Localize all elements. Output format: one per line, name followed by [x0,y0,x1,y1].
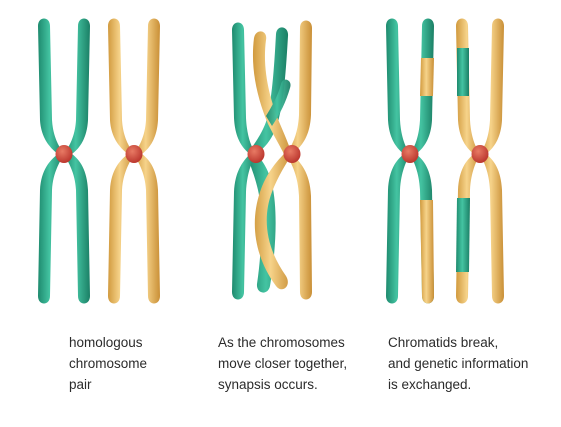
yellow-chromatid-left [108,18,134,304]
yellow-chromatid-twisted [252,31,292,290]
yellow-chromatid-right [134,18,160,304]
exchanged-yellow-segment [420,200,434,304]
green-band-overlap [266,79,291,126]
caption-line: chromosome [69,356,148,371]
green-chromatid-right [64,18,90,304]
exchanged-yellow-segment [420,58,434,96]
yellow-chromosome [108,18,160,304]
caption-line: As the chromosomes [218,335,345,350]
centromere [401,145,419,163]
centromere [247,145,265,163]
caption-line: is exchanged. [388,377,472,392]
yellow-chromatid-right [480,18,504,304]
caption-synapsis: As the chromosomes move closer together,… [218,332,347,395]
caption-crossing-over: Chromatids break, and genetic informatio… [388,332,528,395]
caption-line: move closer together, [218,356,348,371]
exchanged-green-segment [457,48,469,96]
caption-line: synapsis occurs. [218,377,318,392]
caption-line: and genetic information [388,356,529,371]
caption-line: homologous [69,335,143,350]
centromere [283,145,301,163]
centromere [125,145,143,163]
panel-synapsis [232,20,312,300]
yellow-chromatid-right [286,20,312,300]
centromere [55,145,73,163]
caption-homologous-pair: homologous chromosome pair [69,332,147,395]
panel-crossing-over [386,18,504,304]
panel-homologous-pair [38,18,160,304]
caption-line: Chromatids break, [388,335,499,350]
green-chromatid-left [386,18,410,304]
green-chromatid-left [38,18,64,304]
centromere [471,145,489,163]
caption-line: pair [69,377,92,392]
exchanged-green-segment [456,198,470,272]
green-chromosome [38,18,90,304]
green-chromatid-left [232,22,256,300]
